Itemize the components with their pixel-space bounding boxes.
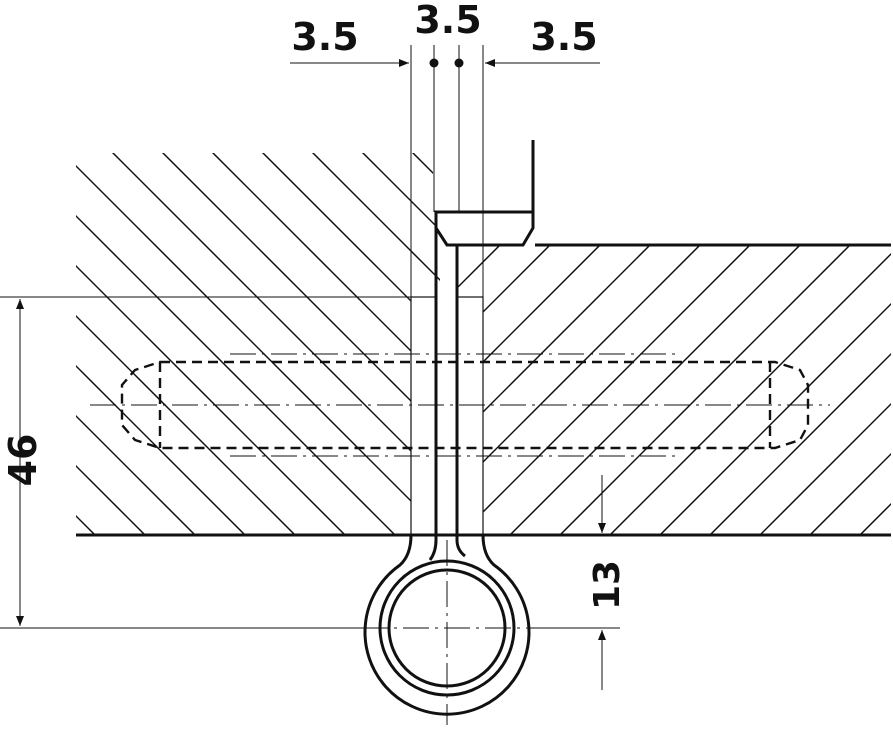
dim-label-right: 3.5: [530, 15, 597, 59]
dim-label-left: 3.5: [291, 15, 358, 59]
dim-label-center: 3.5: [414, 0, 481, 42]
dim-label-knuckle: 13: [587, 560, 628, 610]
dim-label-height: 46: [1, 434, 45, 487]
dimension-arrows: [16, 59, 606, 690]
door-frame-hatching: [76, 153, 440, 535]
construction-lines: [0, 45, 620, 725]
door-leaf-hatching: [457, 153, 891, 535]
hidden-hinge-body: [90, 353, 830, 457]
